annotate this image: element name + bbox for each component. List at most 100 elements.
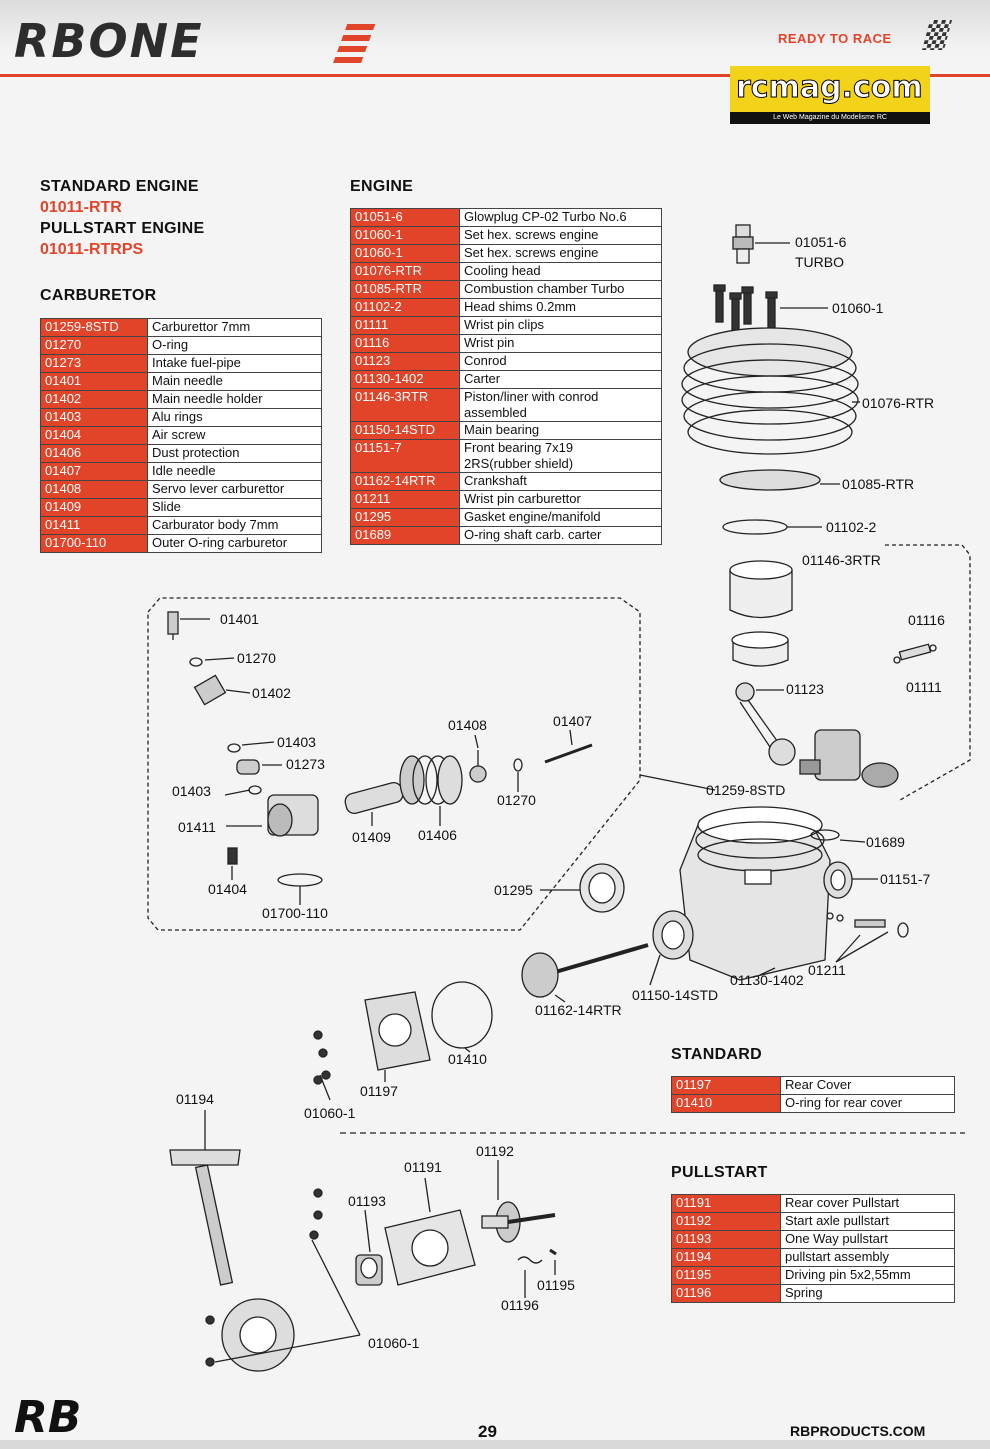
part-description-line: Crankshaft: [464, 473, 527, 488]
label-01192: 01192: [476, 1143, 514, 1159]
part-description-line: Set hex. screws engine: [464, 227, 599, 242]
conrod-icon: [735, 682, 796, 766]
pullstart-title: PULLSTART: [671, 1164, 768, 1181]
watermark-site: rcmag.com: [736, 70, 924, 106]
driving-pin-icon: [549, 1248, 557, 1256]
parts-row: 01060-1 Set hex. screws engine: [350, 226, 662, 245]
label-01194: 01194: [176, 1091, 214, 1107]
label-01060a: 01060-1: [832, 300, 884, 316]
rear-cover-icon: [364, 991, 431, 1071]
carburetor-group-boundary: [147, 597, 641, 931]
part-description-line: pullstart assembly: [785, 1249, 890, 1264]
label-01116: 01116: [908, 612, 945, 628]
carburetor-title: CARBURETOR: [40, 287, 157, 304]
head-screws-icon: [713, 284, 778, 331]
part-number: 01076-RTR: [350, 262, 460, 281]
part-number: 01051-6: [350, 208, 460, 227]
label-01162: 01162-14RTR: [535, 1002, 622, 1018]
part-description-line: O-ring shaft carb. carter: [464, 527, 602, 542]
part-description: Spring: [780, 1284, 955, 1303]
part-number: 01259-8STD: [40, 318, 148, 337]
label-01403b: 01403: [172, 783, 211, 799]
crankcase-icon: [679, 806, 831, 981]
label-01273: 01273: [286, 756, 325, 772]
air-screw-icon: [227, 847, 238, 865]
standard-engine-code: 01011-RTR: [40, 199, 122, 216]
pullstart-engine-title: PULLSTART ENGINE: [40, 220, 205, 237]
label-01076: 01076-RTR: [862, 395, 934, 411]
label-01404: 01404: [208, 881, 247, 897]
main-bearing-icon: [652, 910, 694, 960]
part-description-line: O-ring for rear cover: [785, 1095, 903, 1110]
part-description-line: Main needle holder: [152, 391, 263, 406]
brand-logo: RBONE: [14, 14, 204, 68]
slide-icon: [344, 781, 404, 815]
cooling-head-icon: [681, 327, 859, 455]
part-number: 01085-RTR: [350, 280, 460, 299]
part-number: 01196: [671, 1284, 781, 1303]
start-axle-icon: [481, 1201, 556, 1243]
engine-title: ENGINE: [350, 178, 414, 195]
part-number: 01211: [350, 490, 460, 509]
label-01295: 01295: [494, 882, 533, 898]
part-number: 01406: [40, 444, 148, 463]
pullstart-assembly-icon: [169, 1149, 295, 1372]
part-description: Conrod: [459, 352, 662, 371]
combustion-chamber-icon: [719, 469, 821, 491]
part-description: O-ring for rear cover: [780, 1094, 955, 1113]
oring-icon: [189, 657, 203, 667]
part-description-line: Combustion chamber Turbo: [464, 281, 625, 296]
part-description-line: Spring: [785, 1285, 823, 1300]
label-turbo: TURBO: [795, 254, 844, 270]
part-number: 01295: [350, 508, 460, 527]
spring-icon: [517, 1256, 543, 1264]
alu-ring-icon: [227, 743, 241, 753]
part-number: 01191: [671, 1194, 781, 1213]
part-description: Wrist pin: [459, 334, 662, 353]
part-number: 01150-14STD: [350, 421, 460, 440]
piston-group-boundary: [885, 544, 971, 801]
part-description: Outer O-ring carburetor: [147, 534, 322, 553]
piston-liner-icon: [729, 560, 793, 667]
carb-oring-icon: [810, 829, 840, 841]
label-01700: 01700-110: [262, 905, 328, 921]
part-description-line: Dust protection: [152, 445, 240, 460]
part-description: Air screw: [147, 426, 322, 445]
label-01085: 01085-RTR: [842, 476, 914, 492]
parts-row: 01406 Dust protection: [40, 444, 322, 463]
part-description-line: Carburettor 7mm: [152, 319, 251, 334]
part-description: Driving pin 5x2,55mm: [780, 1266, 955, 1285]
part-description: Crankshaft: [459, 472, 662, 491]
part-description: Rear cover Pullstart: [780, 1194, 955, 1213]
watermark-logo: rcmag.com Le Web Magazine du Modelisme R…: [730, 66, 930, 124]
part-number: 01193: [671, 1230, 781, 1249]
part-description: Start axle pullstart: [780, 1212, 955, 1231]
one-way-icon: [355, 1254, 383, 1286]
footer-bar: [0, 1440, 990, 1449]
website-url: RBPRODUCTS.COM: [790, 1423, 926, 1439]
part-description-line: Carburator body 7mm: [152, 517, 279, 532]
label-01409: 01409: [352, 829, 391, 845]
standard-engine-title: STANDARD ENGINE: [40, 178, 199, 195]
label-01402: 01402: [252, 685, 291, 701]
part-description-line: Intake fuel-pipe: [152, 355, 241, 370]
label-01403a: 01403: [277, 734, 316, 750]
part-number: 01192: [671, 1212, 781, 1231]
part-number: 01060-1: [350, 226, 460, 245]
part-description-line: Servo lever carburettor: [152, 481, 285, 496]
part-description: Set hex. screws engine: [459, 226, 662, 245]
